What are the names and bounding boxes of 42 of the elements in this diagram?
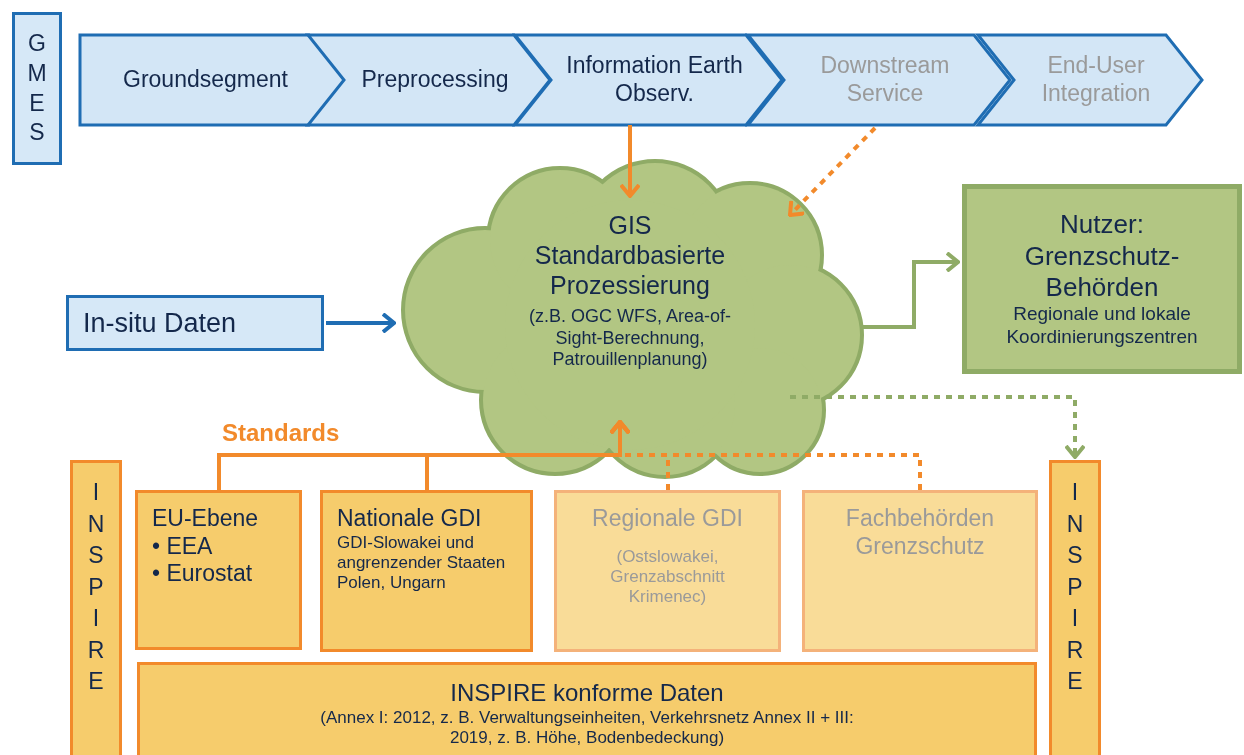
step-label: Information Earth Observ. [565,52,744,108]
dotted-arrow [790,395,1086,459]
input-box [66,295,324,351]
level-box [135,490,302,650]
arrow [326,312,396,334]
vertical-label: G M E S [26,28,48,148]
chevron-step [978,35,1202,125]
dotted-arrow [609,420,922,490]
vertical-label-box [1049,460,1101,755]
box-label: In-situ Daten [83,306,237,340]
vertical-label-box [70,460,122,755]
data-box [137,662,1037,755]
cloud-title: GIS Standardbasierte Prozessierung [533,210,727,300]
arrow [619,125,641,198]
level-box [554,490,781,652]
box-title: INSPIRE konforme Daten [450,679,724,708]
step-label: Downstream Service [819,52,951,108]
box-title: Nationale GDI [337,505,482,533]
chevron-step [308,35,550,125]
arrow [862,251,960,329]
step-label: Groundsegment [123,66,288,94]
list-item: • EEA [152,532,213,561]
level-box [320,490,533,652]
step-label: End-User Integration [1040,52,1152,108]
box-title: Regionale GDI [592,505,743,533]
box-description: GDI-Slowakei und angrenzender Staaten Polen, Ungarn [337,532,507,594]
box-description: (Annex I: 2012, z. B. Verwaltungseinheiten, Verkehrsnetz Annex II + III: 2019, z. B. Höhe, Bodenbedeckung) [319,707,855,749]
step-label: Preprocessing [361,66,509,94]
cloud-description: (z.B. OGC WFS, Area-of-Sight-Berechnung, Patrouillenplanung) [528,306,732,371]
dotted-arrow [788,126,877,217]
vertical-label: I N S P I R E [86,478,106,696]
level-box [802,490,1038,652]
vertical-label-box [12,12,62,165]
box-description: (Ostslowakei, Grenzabschnitt Krimenec) [609,546,726,608]
box-description: Regionale und lokale Koordinierungszentren [1005,303,1199,349]
list-item: • Eurostat [152,560,253,588]
vertical-label: I N S P I R E [1065,478,1085,696]
user-box [962,184,1242,374]
box-title: Nutzer: Grenzschutz-Behörden [1023,209,1181,303]
box-title: Fachbehörden Grenzschutz [844,505,996,561]
box-title: EU-Ebene [152,505,259,533]
chevron-step [80,35,345,125]
